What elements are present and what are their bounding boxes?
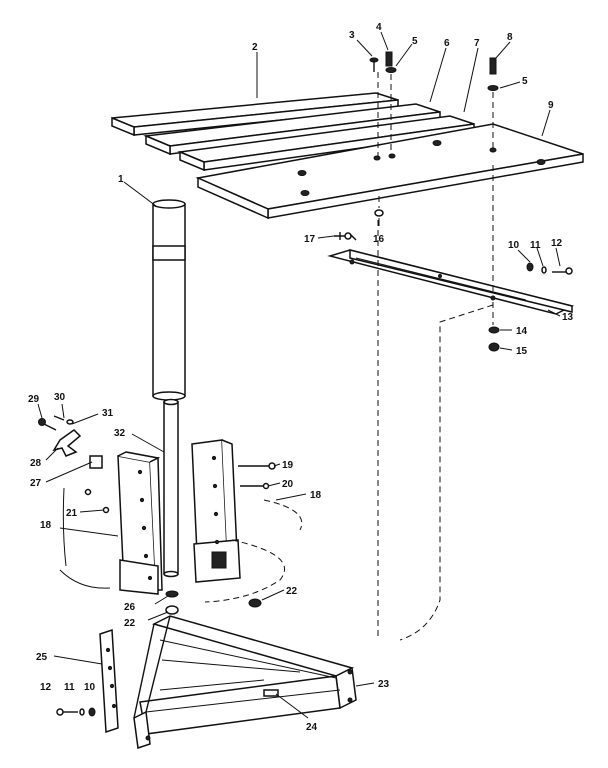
callout-18-left: 18 (40, 520, 52, 531)
washer-5-right (487, 85, 499, 91)
callout-5-right: 5 (522, 76, 528, 87)
bolt-24 (263, 689, 279, 697)
callout-26: 26 (124, 602, 136, 613)
clamp-half-18-right (191, 439, 241, 583)
nut-21 (84, 488, 110, 514)
table-board-6 (143, 103, 441, 156)
bolt-20 (240, 482, 270, 490)
fastener-11-bottom (79, 708, 85, 716)
callout-30: 30 (54, 392, 66, 403)
callout-12-top: 12 (551, 238, 563, 249)
callout-11-top: 11 (530, 240, 541, 251)
callout-23: 23 (378, 679, 390, 690)
callout-13: 13 (562, 312, 574, 323)
bolt-12-top (552, 267, 573, 275)
callout-9: 9 (548, 100, 554, 111)
callout-20: 20 (282, 479, 294, 490)
table-board-7 (177, 115, 475, 172)
callout-15: 15 (516, 346, 528, 357)
knob-28 (52, 429, 82, 457)
callout-3: 3 (349, 30, 355, 41)
wing-bolt-17 (334, 232, 357, 241)
support-bracket-13 (327, 249, 575, 315)
fastener-10-top (526, 262, 534, 272)
callout-16: 16 (373, 234, 385, 245)
carriage-bolt-3 (369, 57, 379, 72)
callout-labels: 2 3 4 5 6 7 8 5 9 1 17 16 10 11 12 13 14… (28, 22, 574, 733)
callout-4: 4 (376, 22, 382, 33)
bolt-8 (489, 57, 497, 75)
callout-17: 17 (304, 234, 316, 245)
callout-1: 1 (118, 174, 124, 185)
bolt-19 (238, 462, 276, 470)
block-27 (89, 455, 103, 469)
callout-21: 21 (66, 508, 78, 519)
callout-10-bottom: 10 (84, 682, 96, 693)
table-board-2 (111, 92, 399, 137)
nut-16 (374, 209, 384, 217)
fastener-10-bottom (88, 707, 96, 717)
callout-29: 29 (28, 394, 40, 405)
table-board-9 (195, 123, 584, 220)
callout-22-left: 22 (124, 618, 136, 629)
fastener-11-top (541, 266, 547, 274)
washer-31 (66, 419, 74, 425)
washer-26 (165, 590, 179, 598)
callout-7: 7 (474, 38, 480, 49)
callout-32: 32 (114, 428, 126, 439)
callout-12-bottom: 12 (40, 682, 52, 693)
base-frame-23 (133, 615, 357, 749)
spring-30 (53, 415, 65, 421)
callout-28: 28 (30, 458, 42, 469)
clamp-half-18-left (117, 451, 163, 595)
washer-5-left (385, 67, 397, 73)
callout-19: 19 (282, 460, 294, 471)
inner-shaft-32 (163, 398, 179, 578)
screw-29 (38, 418, 57, 431)
bolt-4 (385, 51, 393, 67)
column-tube-1 (152, 199, 186, 401)
callout-31: 31 (102, 408, 114, 419)
callout-11-bottom: 11 (64, 682, 75, 693)
callout-10-top: 10 (508, 240, 520, 251)
callout-22-right: 22 (286, 586, 298, 597)
callout-24: 24 (306, 722, 318, 733)
callout-8: 8 (507, 32, 513, 43)
leader-lines (37, 31, 561, 719)
bolt-12-bottom (56, 708, 78, 716)
callout-25: 25 (36, 652, 48, 663)
callout-27: 27 (30, 478, 42, 489)
washer-14 (488, 326, 500, 334)
washer-22-lower (165, 605, 179, 615)
callout-2: 2 (252, 42, 258, 53)
callout-14: 14 (516, 326, 528, 337)
leg-25 (99, 628, 119, 734)
nut-15 (488, 342, 500, 352)
nut-22-right (248, 598, 262, 608)
callout-5-top: 5 (412, 36, 418, 47)
callout-6: 6 (444, 38, 450, 49)
callout-18-right: 18 (310, 490, 322, 501)
